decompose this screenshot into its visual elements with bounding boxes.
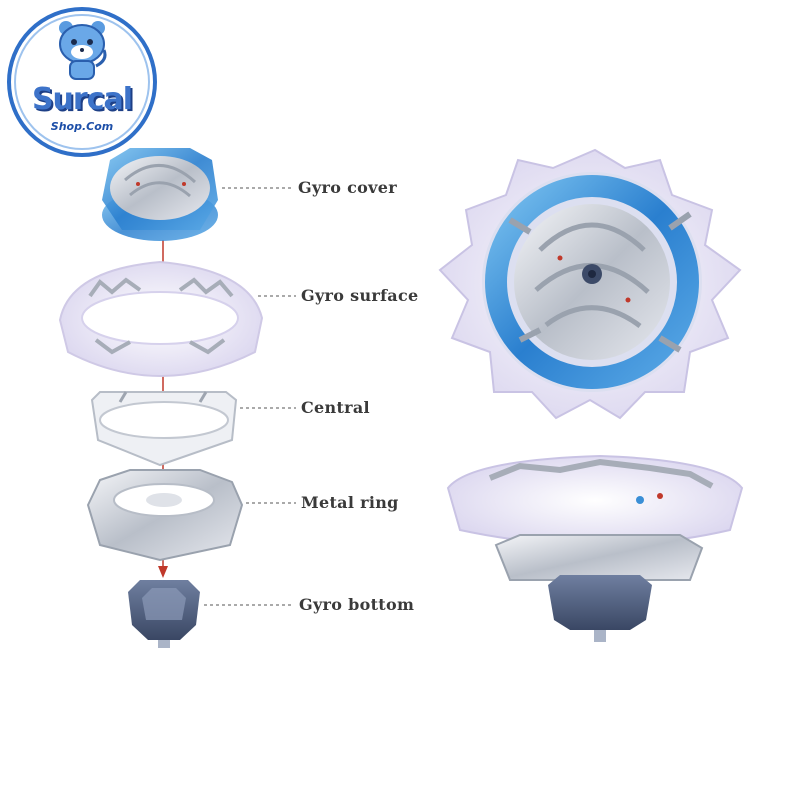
tiger-mascot-icon (7, 7, 157, 157)
metal-ring-part (86, 469, 244, 562)
gyro-bottom-part (128, 580, 200, 648)
assembled-top-view (438, 148, 742, 420)
label-gyro-cover: Gyro cover (298, 178, 397, 197)
central-part (90, 391, 238, 467)
logo-title: Surcal (31, 82, 133, 117)
assembled-side-view (446, 454, 744, 642)
shop-logo: Surcal Shop.Com (6, 6, 158, 158)
label-central: Central (301, 398, 370, 417)
gyro-cover-part (102, 148, 218, 241)
gyro-surface-part (58, 260, 264, 377)
logo-subtitle: Shop.Com (50, 120, 114, 133)
axis-arrow-icon (158, 566, 168, 578)
label-gyro-bottom: Gyro bottom (299, 595, 415, 614)
label-gyro-surface: Gyro surface (301, 286, 419, 305)
label-metal-ring: Metal ring (301, 493, 399, 512)
